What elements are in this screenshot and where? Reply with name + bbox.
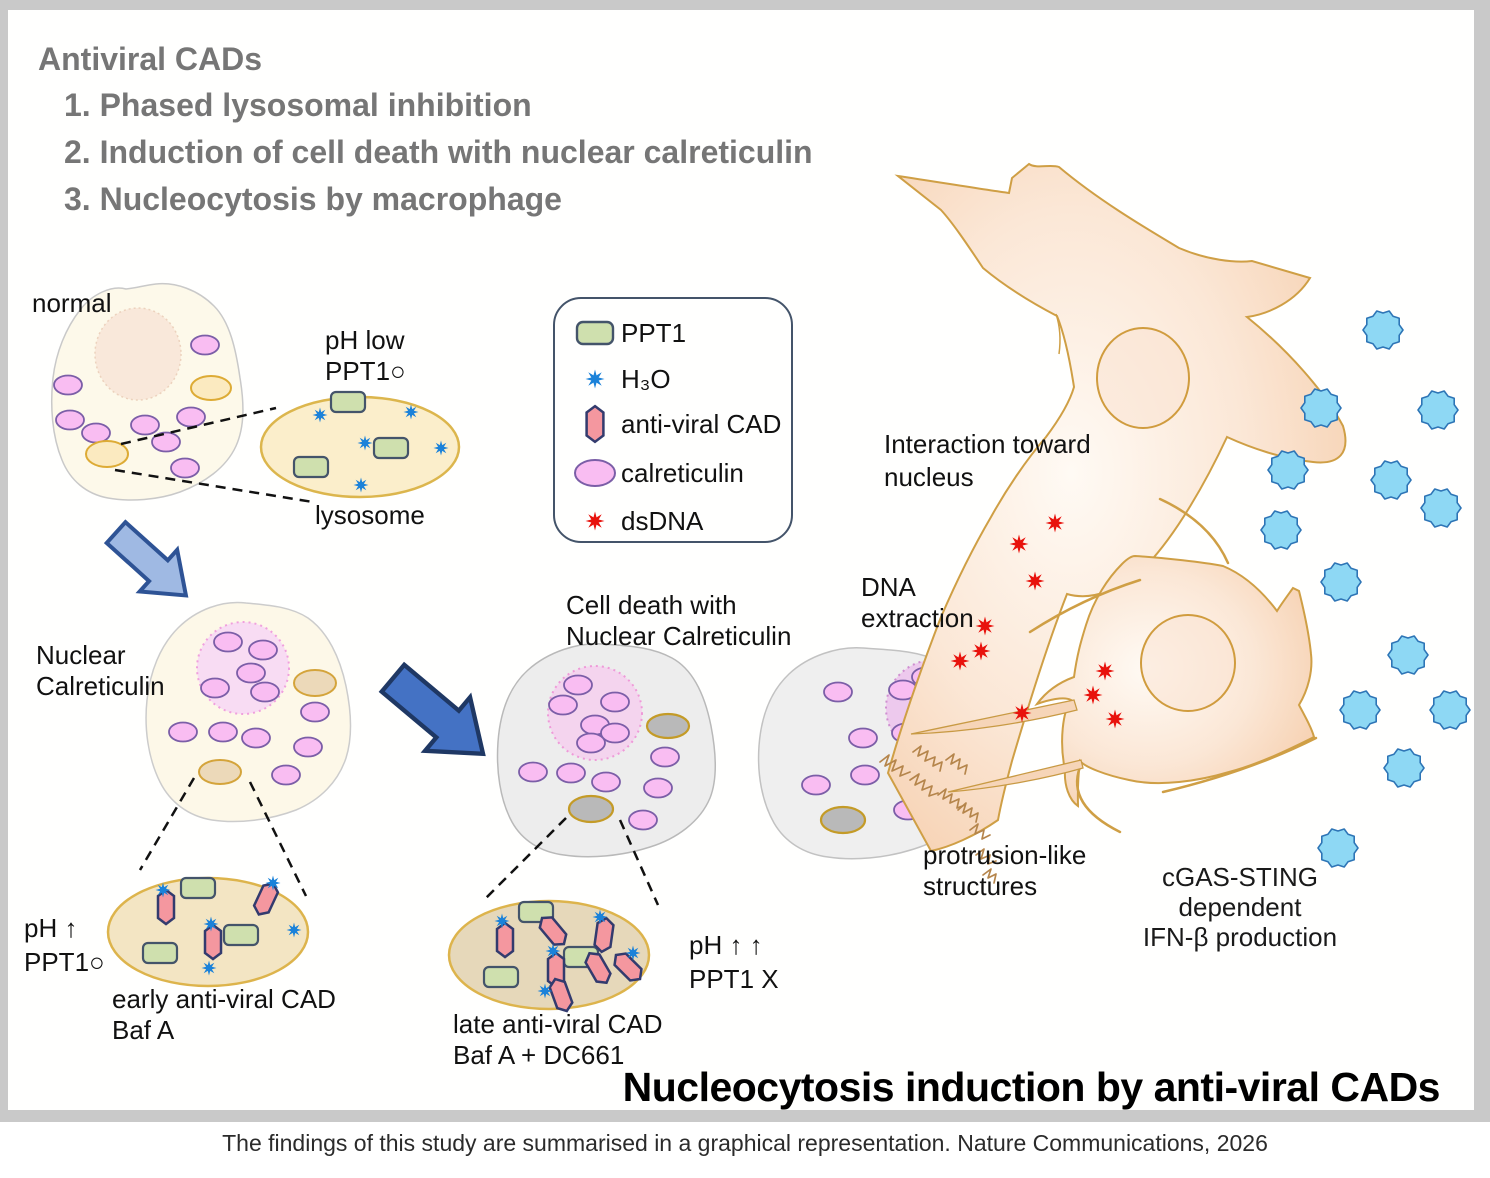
label-lysosome: lysosome [315,500,425,530]
legend-label: PPT1 [621,317,687,348]
zoom-dashed-lines-1 [114,406,314,504]
label-early-cad: early anti-viral CAD Baf A [112,984,336,1045]
lysosome-late-cad-enlarged [447,899,651,1015]
normal-cell [50,282,244,501]
label-ph-low: pH low PPT1○ [325,325,406,386]
figure-title-item-1: 1. Phased lysosomal inhibition [64,87,532,123]
protrusions-toward-nucleus [910,699,1084,793]
legend-item-anti-viral-cad: anti-viral CAD [569,402,781,446]
figure-title: Antiviral CADs [38,41,263,77]
macrophage-lower [910,497,1318,834]
lysosomes [85,375,232,468]
legend: PPT1 H₃O anti-viral CAD calreticulin dsD… [553,297,793,543]
normal-cell-nucleus [94,307,182,401]
macrophage-nucleus [1140,614,1236,712]
label-interaction: Interaction toward nucleus [884,429,1091,492]
anti-viral-cad-icon [585,404,605,444]
nuclear-calreticulin-cell [145,601,352,823]
label-late-cad: late anti-viral CAD Baf A + DC661 [453,1009,663,1070]
bottom-title: Nucleocytosis induction by anti-viral CA… [622,1064,1441,1110]
label-cgas-sting: cGAS-STING dependent IFN-β production [1142,862,1338,952]
zoom-dashed-lines-2 [138,777,308,897]
inactive-lysosomes [567,712,691,824]
lysosome-normal-enlarged [259,390,461,499]
macrophage-upper [886,162,1347,853]
legend-item-h3o: H₃O [569,357,671,401]
figure-panel: Antiviral CADs 1. Phased lysosomal inhib… [0,0,1490,1122]
label-dna-extraction: DNA extraction [861,572,974,633]
label-cell-death: Cell death with Nuclear Calreticulin [566,590,792,651]
figure-title-block: Antiviral CADs 1. Phased lysosomal inhib… [38,36,813,223]
legend-label: dsDNA [621,505,704,536]
macrophage-nucleus [1096,327,1190,429]
figure-caption: The findings of this study are summarise… [222,1130,1268,1156]
legend-item-calreticulin: calreticulin [569,451,744,495]
step-arrow-2 [378,661,486,757]
lysosomes [198,669,337,785]
figure-title-item-3: 3. Nucleocytosis by macrophage [64,181,562,217]
step-arrow-1 [103,519,189,598]
legend-item-dsdna: dsDNA [569,499,703,543]
label-nuclear-calreticulin: Nuclear Calreticulin [36,640,165,701]
thin-protrusions [1028,497,1318,834]
label-protrusion: protrusion-like structures [923,840,1087,901]
calreticulin-icon [574,459,616,487]
label-ph-upup: pH ↑ ↑ PPT1 X [689,930,779,994]
ppt1-icon [575,320,615,346]
h3o-icon [585,369,605,389]
lysosome-early-cad-enlarged [106,875,310,988]
legend-item-ppt1: PPT1 [569,311,686,355]
zoom-dashed-lines-3 [485,817,660,906]
protrusion-like-structures [879,745,997,884]
cell-death-cell [496,643,717,858]
legend-label: anti-viral CAD [621,408,782,439]
dsdna-icon [585,511,605,531]
diagram-canvas [50,162,1471,1015]
legend-label: H₃O [621,363,671,394]
label-normal: normal [32,288,112,318]
figure-title-item-2: 2. Induction of cell death with nuclear … [64,134,813,170]
legend-label: calreticulin [621,457,744,488]
label-ph-up: pH ↑ PPT1○ [24,913,105,977]
